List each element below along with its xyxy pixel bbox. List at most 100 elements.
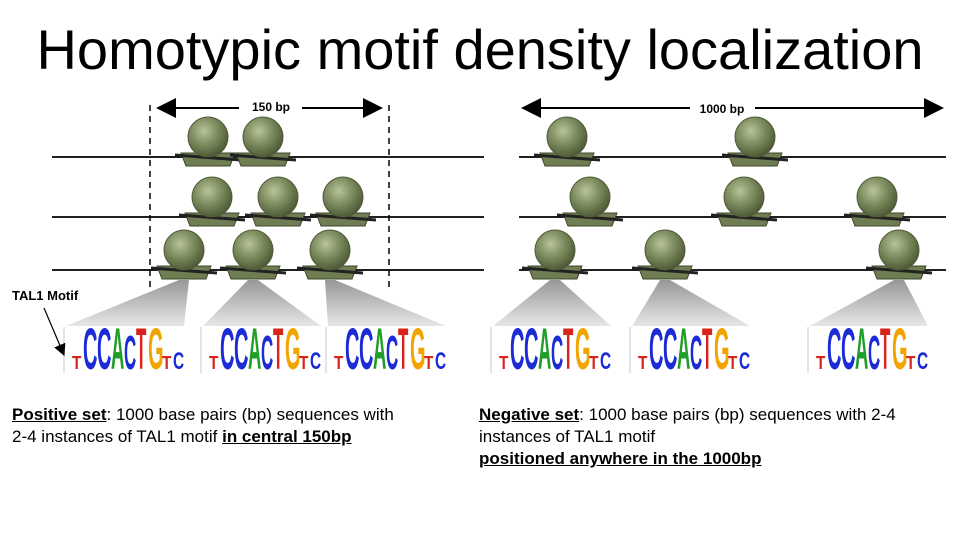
logo-letter: C bbox=[97, 317, 111, 383]
negative-set-emphasis: positioned anywhere in the 1000bp bbox=[479, 449, 762, 468]
nucleosome-ball bbox=[856, 176, 898, 218]
nucleosome bbox=[219, 229, 287, 280]
negative-set-text: : 1000 base pairs (bp) sequences with 2-… bbox=[479, 405, 896, 446]
nucleosome-ball bbox=[257, 176, 299, 218]
positive-set-emphasis: in central 150bp bbox=[222, 427, 352, 446]
nucleosome bbox=[150, 229, 218, 280]
logo-letter: C bbox=[649, 317, 663, 383]
nucleosome bbox=[533, 116, 601, 167]
logo-letter: C bbox=[234, 317, 248, 383]
logo-letter: T bbox=[334, 353, 344, 374]
zoom-fan bbox=[203, 280, 321, 326]
zoom-fan bbox=[325, 280, 446, 326]
logo-letter: T bbox=[702, 317, 712, 382]
logo-letter: T bbox=[273, 317, 283, 382]
nucleosome bbox=[631, 229, 699, 280]
logo-letter: G bbox=[410, 317, 426, 383]
zoom-fan bbox=[66, 280, 189, 326]
nucleosome bbox=[296, 229, 364, 280]
logo-letter: C bbox=[345, 317, 359, 383]
zoom-fan bbox=[810, 280, 928, 326]
logo-letter: C bbox=[868, 325, 880, 380]
nucleosome bbox=[556, 176, 624, 227]
logo-letter: C bbox=[917, 349, 928, 375]
nucleosome-ball bbox=[878, 229, 920, 271]
logo-letter: G bbox=[892, 317, 908, 383]
nucleosome bbox=[244, 176, 312, 227]
positive-set-text: : 1000 base pairs (bp) sequences with 2-… bbox=[12, 405, 394, 446]
nucleosome bbox=[710, 176, 778, 227]
zoom-fan bbox=[493, 280, 611, 326]
logo-letter: T bbox=[906, 353, 916, 374]
slide-title: Homotypic motif density localization bbox=[36, 18, 924, 81]
nucleosome bbox=[178, 176, 246, 227]
logo-letter: C bbox=[551, 325, 563, 380]
logo-letter: C bbox=[435, 349, 446, 375]
logo-letter: C bbox=[663, 317, 677, 383]
nucleosome-ball bbox=[569, 176, 611, 218]
logo-letter: T bbox=[589, 353, 599, 374]
logo-letter: C bbox=[827, 317, 841, 383]
logo-letter: T bbox=[72, 353, 82, 374]
logo-letter: T bbox=[162, 353, 172, 374]
logo-letter: T bbox=[299, 353, 309, 374]
motif-zoom-fans bbox=[66, 280, 928, 326]
tal1-motif-label: TAL1 Motif bbox=[12, 288, 79, 303]
logo-letter: A bbox=[538, 318, 551, 383]
nucleosome bbox=[843, 176, 911, 227]
positive-set-label: Positive set bbox=[12, 405, 107, 424]
logo-letter: C bbox=[600, 349, 611, 375]
logo-letter: C bbox=[510, 317, 524, 383]
negative-set-label: Negative set bbox=[479, 405, 580, 424]
logo-letter: G bbox=[575, 317, 591, 383]
logo-letter: A bbox=[248, 318, 261, 383]
nucleosome-ball bbox=[534, 229, 576, 271]
logo-letter: T bbox=[563, 317, 573, 382]
logo-letter: T bbox=[728, 353, 738, 374]
nucleosome-ball bbox=[644, 229, 686, 271]
nucleosome bbox=[309, 176, 377, 227]
nucleosome-ball bbox=[232, 229, 274, 271]
logo-letter: G bbox=[714, 317, 730, 383]
negative-set-caption: Negative set: 1000 base pairs (bp) seque… bbox=[479, 404, 939, 470]
logo-letter: T bbox=[499, 353, 509, 374]
nucleosome-ball bbox=[734, 116, 776, 158]
nucleosome-ball bbox=[242, 116, 284, 158]
logo-letter: T bbox=[880, 317, 890, 382]
logo-letter: C bbox=[841, 317, 855, 383]
logo-letter: G bbox=[285, 317, 301, 383]
nucleosome bbox=[174, 116, 242, 167]
logo-letter: C bbox=[524, 317, 538, 383]
logo-letter: T bbox=[424, 353, 434, 374]
nucleosome-ball bbox=[309, 229, 351, 271]
nucleosome bbox=[721, 116, 789, 167]
logo-letter: C bbox=[83, 317, 97, 383]
nucleosomes bbox=[150, 116, 933, 280]
logo-letter: T bbox=[209, 353, 219, 374]
logo-letter: C bbox=[310, 349, 321, 375]
nucleosome bbox=[865, 229, 933, 280]
nucleosome bbox=[229, 116, 297, 167]
zoom-fan bbox=[632, 280, 750, 326]
logo-letter: T bbox=[816, 353, 826, 374]
logo-letter: A bbox=[111, 318, 124, 383]
logo-letter: C bbox=[359, 317, 373, 383]
logo-letter: A bbox=[373, 318, 386, 383]
logo-letter: C bbox=[220, 317, 234, 383]
logo-letter: T bbox=[136, 317, 146, 382]
logo-letter: C bbox=[690, 325, 702, 380]
logo-letter: C bbox=[261, 325, 273, 380]
logo-letter: A bbox=[677, 318, 690, 383]
logo-letter: T bbox=[398, 317, 408, 382]
nucleosome-ball bbox=[187, 116, 229, 158]
nucleosome-ball bbox=[723, 176, 765, 218]
logo-letter: T bbox=[638, 353, 648, 374]
logo-letter: C bbox=[739, 349, 750, 375]
